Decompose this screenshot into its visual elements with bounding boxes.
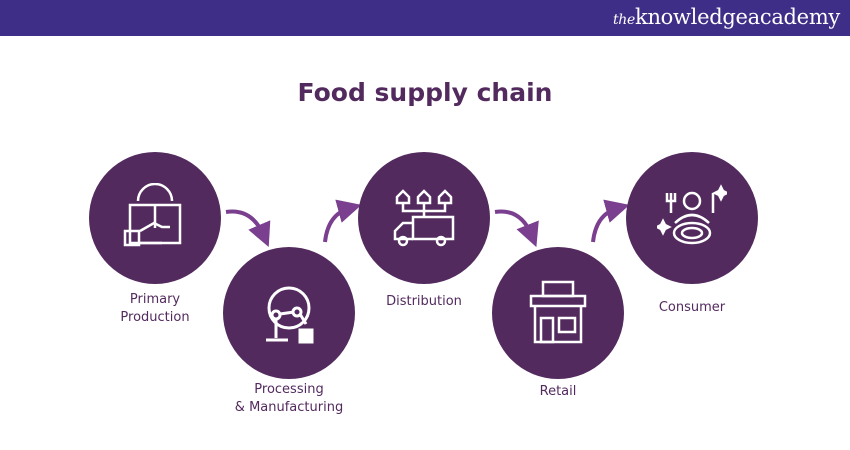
step-label-distribution: Distribution <box>386 294 462 309</box>
arrow-1 <box>225 209 271 248</box>
step-distribution <box>358 152 490 284</box>
header-bar: theknowledgeacademy <box>0 0 850 36</box>
brand-logo: theknowledgeacademy <box>613 5 840 29</box>
arrow-2 <box>323 199 362 243</box>
step-retail <box>492 247 624 379</box>
step-label-retail: Retail <box>539 384 577 399</box>
robot-arm-gear-icon <box>266 286 314 344</box>
step-label-processing-manufacturing: Processing& Manufacturing <box>234 382 344 415</box>
delivery-truck-icon <box>393 189 455 247</box>
arrow-3 <box>494 209 539 248</box>
box-hand-gear-icon <box>123 183 182 247</box>
brand-prefix: the <box>612 12 636 28</box>
store-icon <box>529 280 587 344</box>
step-label-consumer: Consumer <box>658 300 726 315</box>
page-title: Food supply chain <box>297 78 553 107</box>
arrow-4 <box>591 199 630 243</box>
step-primary-production <box>89 152 221 284</box>
brand-name: knowledgeacademy <box>635 5 840 29</box>
step-processing-manufacturing <box>223 247 355 379</box>
dining-person-icon <box>657 184 727 245</box>
step-consumer <box>626 152 758 284</box>
